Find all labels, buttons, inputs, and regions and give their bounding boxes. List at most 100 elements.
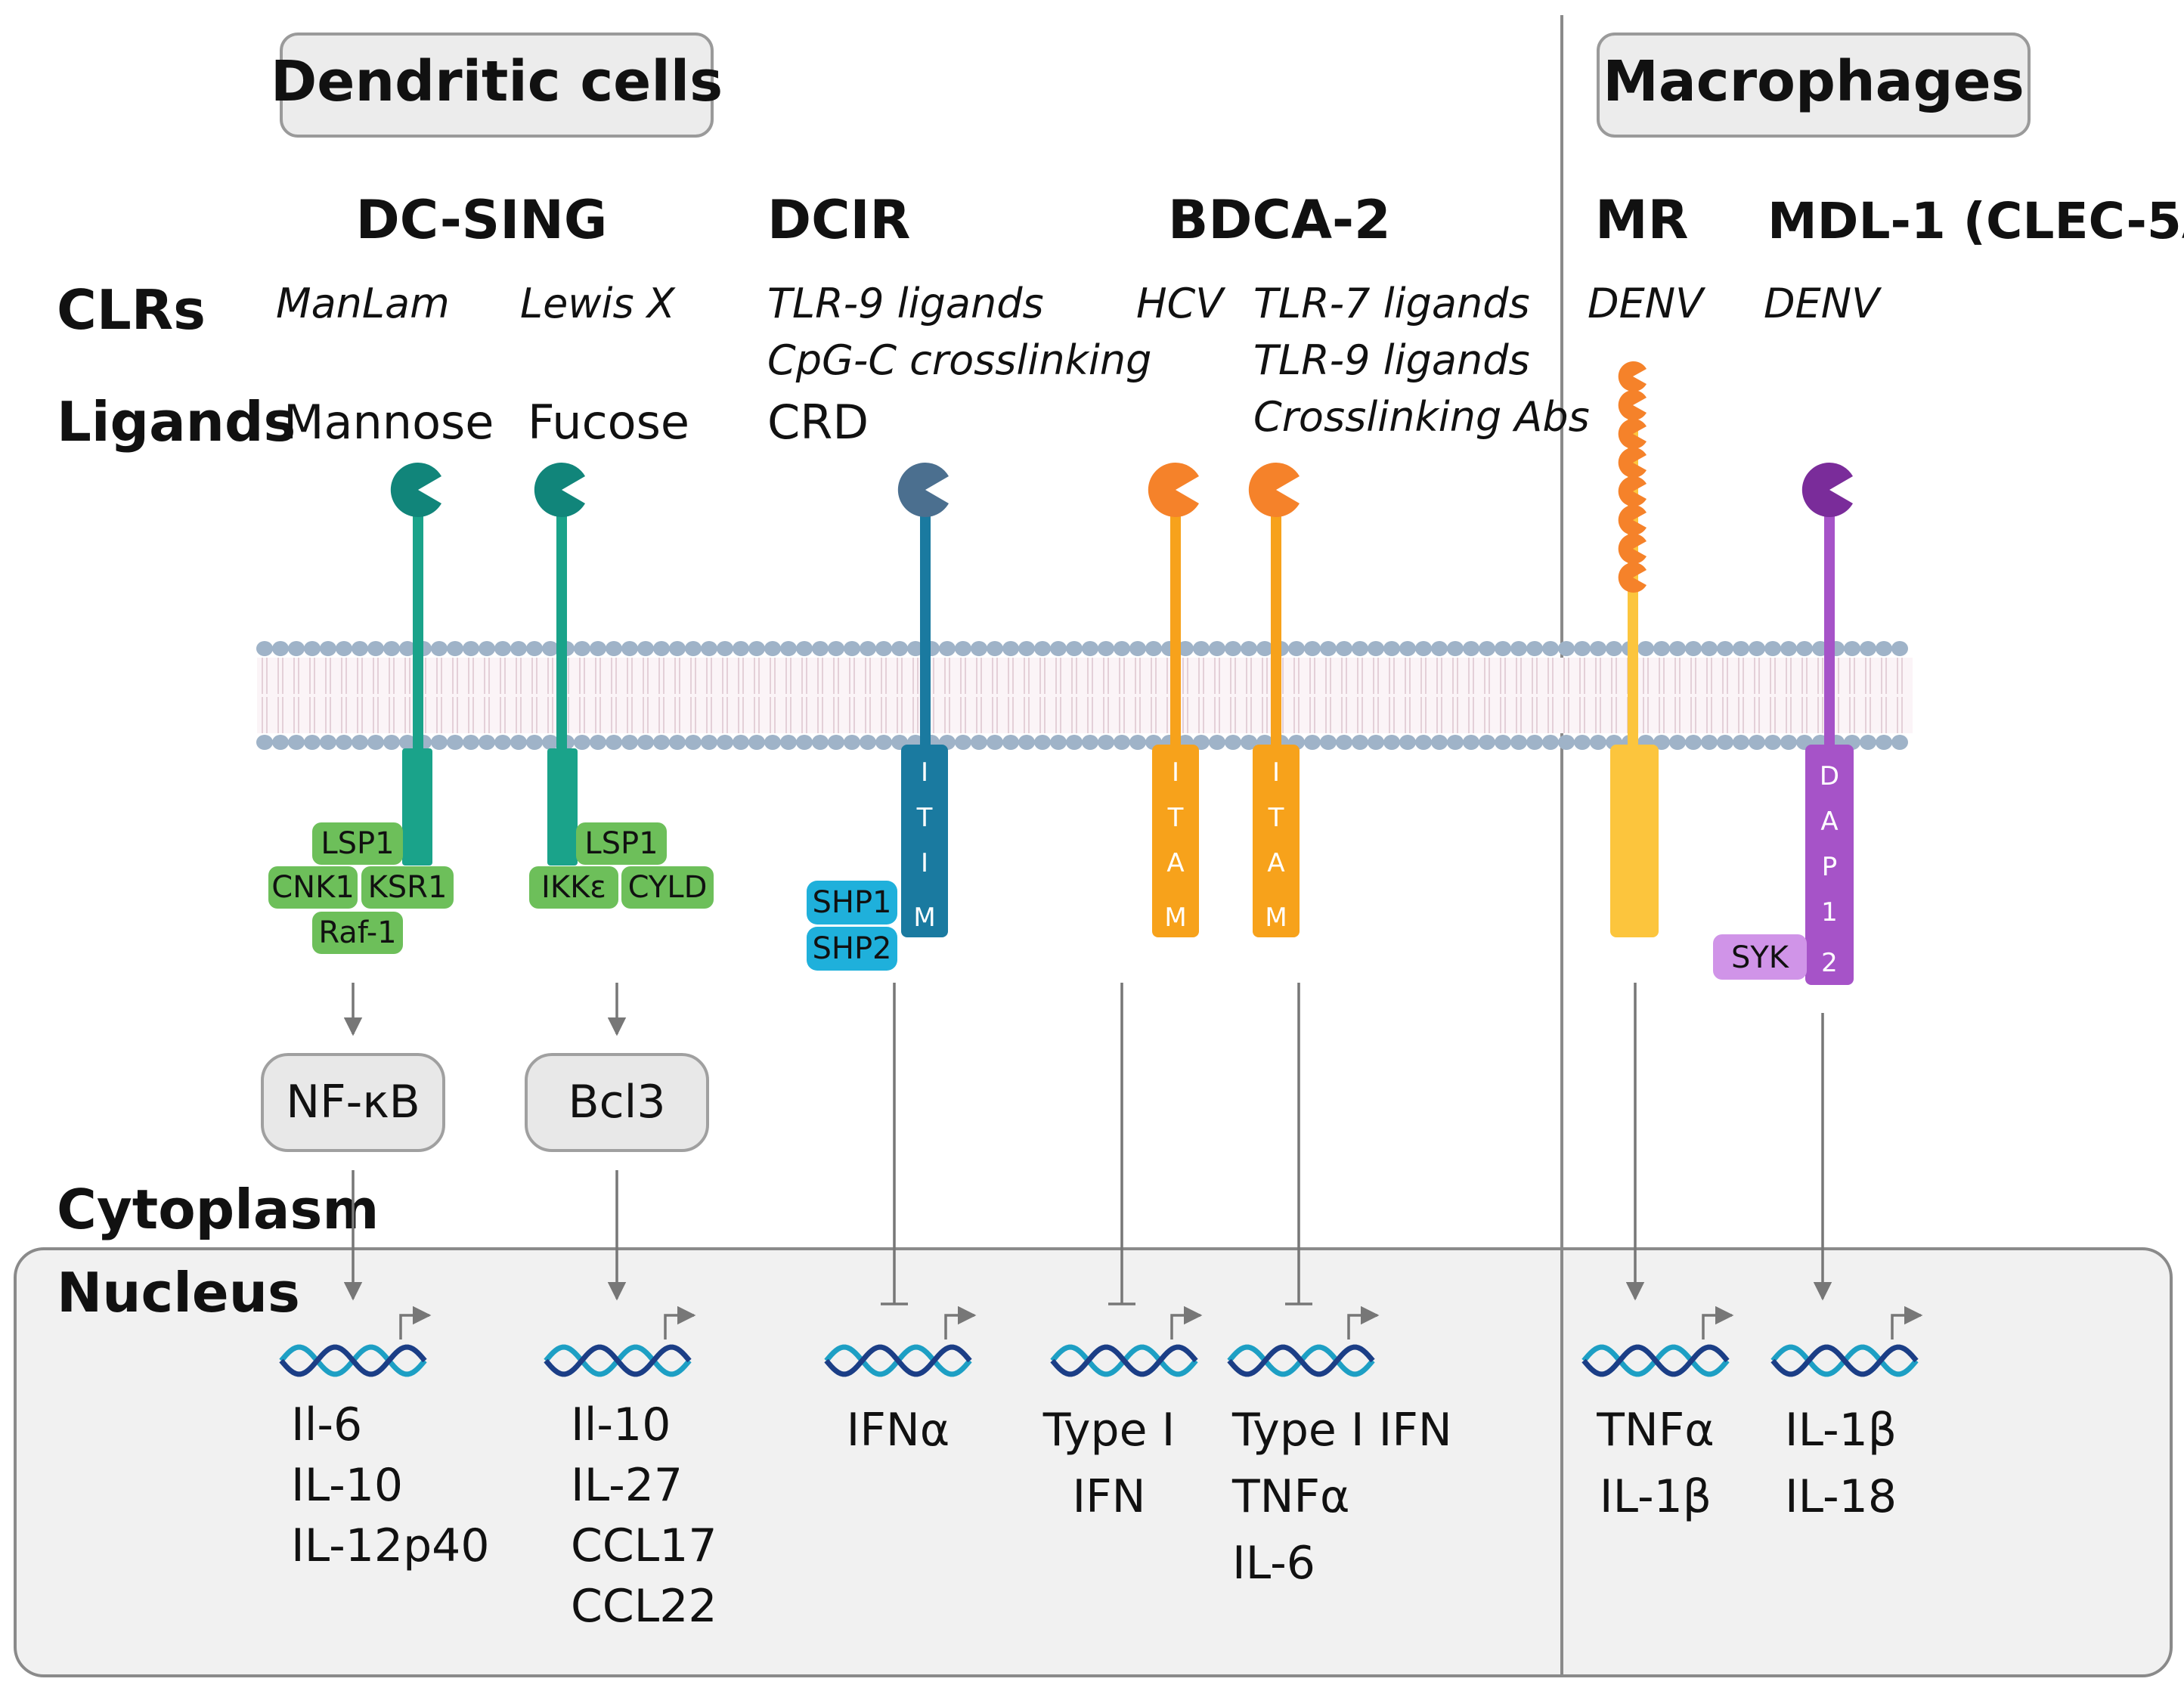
crd-head-icon xyxy=(1801,462,1853,517)
output-il1b: IL-1β xyxy=(1785,1404,1897,1457)
crd-domain-icon xyxy=(1618,389,1647,420)
complex-lsp1: LSP1 xyxy=(321,826,394,861)
output-tnfa: TNFα xyxy=(1596,1404,1715,1457)
clr-tlr7-ligands: TLR-7 ligands xyxy=(1253,280,1530,327)
itam-letter: M xyxy=(1164,903,1186,933)
bdca2-receptor-1: I T A M xyxy=(1148,462,1199,937)
dc-sing-complex-fucose: LSP1 IKKε CYLD xyxy=(529,822,714,909)
itam-letter: I xyxy=(1172,757,1179,788)
dap12-letter: 2 xyxy=(1821,948,1838,978)
output-dcir: IFNα xyxy=(847,1404,950,1457)
dap12-letter: P xyxy=(1822,852,1838,882)
itim-letter: M xyxy=(913,903,935,933)
output-bdca2-1: Type I IFN xyxy=(1042,1404,1176,1523)
inhibition-lines xyxy=(881,983,1312,1305)
output-il12p40: IL-12p40 xyxy=(291,1519,490,1572)
crd-domain-icon xyxy=(1618,475,1647,506)
dcir-adaptors: SHP1 SHP2 xyxy=(807,881,897,971)
dendritic-cells-header: Dendritic cells xyxy=(271,33,723,138)
dc-sing-receptor-fucose xyxy=(534,462,585,866)
cell-membrane xyxy=(256,641,1913,750)
crd-head-icon xyxy=(534,462,585,517)
mdl1-adaptor: SYK xyxy=(1713,934,1807,980)
itam-letter: T xyxy=(1268,803,1284,833)
output-ifna: IFNα xyxy=(847,1404,950,1457)
output-il1b: IL-1β xyxy=(1600,1470,1712,1523)
factor-bcl3: Bcl3 xyxy=(568,1076,666,1129)
cytoplasm-label: Cytoplasm xyxy=(57,1178,379,1241)
output-il18: IL-18 xyxy=(1785,1470,1897,1523)
ligand-fucose: Fucose xyxy=(528,395,689,450)
dap12-letter: 1 xyxy=(1821,897,1838,928)
dap12-letter: A xyxy=(1820,807,1838,837)
mdl1-receptor: D A P 1 2 xyxy=(1801,462,1854,985)
macrophages-title: Macrophages xyxy=(1603,49,2024,114)
complex-cyld: CYLD xyxy=(628,870,708,905)
output-dc-sing-2: Il-10 IL-27 CCL17 CCL22 xyxy=(571,1398,717,1633)
receptor-name-mr: MR xyxy=(1595,189,1689,251)
crd-domain-icon xyxy=(1618,562,1647,593)
dna-icons xyxy=(279,1305,1923,1377)
dc-sing-receptor-mannose xyxy=(390,462,441,866)
clrs-row-label: CLRs xyxy=(57,278,206,342)
output-dc-sing-1: Il-6 IL-10 IL-12p40 xyxy=(291,1398,490,1572)
output-tnfa: TNFα xyxy=(1231,1470,1350,1523)
clr-hcv: HCV xyxy=(1136,280,1226,327)
receptor-name-bdca2: BDCA-2 xyxy=(1168,189,1391,251)
crd-head-icon xyxy=(897,462,949,517)
output-ifn: IFN xyxy=(1072,1470,1145,1523)
ligand-crd: CRD xyxy=(767,395,869,450)
clr-tlr9-ligands-bdca2: TLR-9 ligands xyxy=(1253,336,1530,384)
receptor-name-dcir: DCIR xyxy=(767,189,910,251)
output-type-i: Type I xyxy=(1042,1404,1176,1457)
crd-head-icon xyxy=(390,462,441,517)
output-ccl22: CCL22 xyxy=(571,1580,717,1633)
dendritic-cells-title: Dendritic cells xyxy=(271,49,723,114)
crd-head-icon xyxy=(1148,462,1199,517)
itam-letter: M xyxy=(1265,903,1287,933)
bdca2-receptor-2: I T A M xyxy=(1248,462,1300,937)
clr-manlam: ManLam xyxy=(276,280,450,327)
dna-icon xyxy=(544,1305,696,1377)
itam-letter: A xyxy=(1166,848,1184,878)
itim-letter: I xyxy=(921,757,928,788)
dcir-receptor: I T I M xyxy=(897,462,949,937)
adaptor-shp1: SHP1 xyxy=(812,885,891,920)
nfkb-factor: NF-κB xyxy=(261,1053,445,1152)
dna-icon xyxy=(279,1305,432,1377)
complex-ksr1: KSR1 xyxy=(368,870,448,905)
complex-cnk1: CNK1 xyxy=(271,870,355,905)
output-mdl1: IL-1β IL-18 xyxy=(1785,1404,1897,1523)
dc-sing-complex-mannose: LSP1 CNK1 KSR1 Raf-1 xyxy=(268,822,454,954)
bcl3-factor: Bcl3 xyxy=(525,1053,709,1152)
nucleus-region xyxy=(14,1247,2173,1677)
receptor-name-mdl1: MDL-1 (CLEC-5A) xyxy=(1767,192,2184,250)
itim-letter: T xyxy=(916,803,933,833)
output-bdca2-2: Type I IFN TNFα IL-6 xyxy=(1231,1404,1452,1590)
dna-icon xyxy=(1227,1305,1380,1377)
itam-letter: I xyxy=(1272,757,1280,788)
output-ccl17: CCL17 xyxy=(571,1519,717,1572)
output-mr: TNFα IL-1β xyxy=(1596,1404,1715,1523)
output-il27: IL-27 xyxy=(571,1459,683,1512)
clr-crosslinking-abs: Crosslinking Abs xyxy=(1253,393,1590,441)
adaptor-shp2: SHP2 xyxy=(812,931,891,966)
dna-icon xyxy=(1581,1305,1734,1377)
nucleus-label: Nucleus xyxy=(57,1261,300,1324)
dap12-letter: D xyxy=(1820,761,1839,791)
crd-domain-icon xyxy=(1618,504,1647,535)
itam-letter: T xyxy=(1167,803,1184,833)
clr-denv-mdl1: DENV xyxy=(1764,280,1882,327)
output-il6: IL-6 xyxy=(1232,1537,1315,1590)
dna-icon xyxy=(1050,1305,1203,1377)
output-il10: Il-10 xyxy=(571,1398,671,1451)
output-type-i-ifn: Type I IFN xyxy=(1231,1404,1452,1457)
crd-domain-icon xyxy=(1618,418,1647,449)
clr-tlr9-ligands-dcir: TLR-9 ligands xyxy=(767,280,1044,327)
output-il6: Il-6 xyxy=(291,1398,362,1451)
adaptor-syk: SYK xyxy=(1731,940,1790,975)
itim-letter: I xyxy=(921,848,928,878)
crd-domain-icon xyxy=(1618,447,1647,478)
itam-letter: A xyxy=(1267,848,1284,878)
